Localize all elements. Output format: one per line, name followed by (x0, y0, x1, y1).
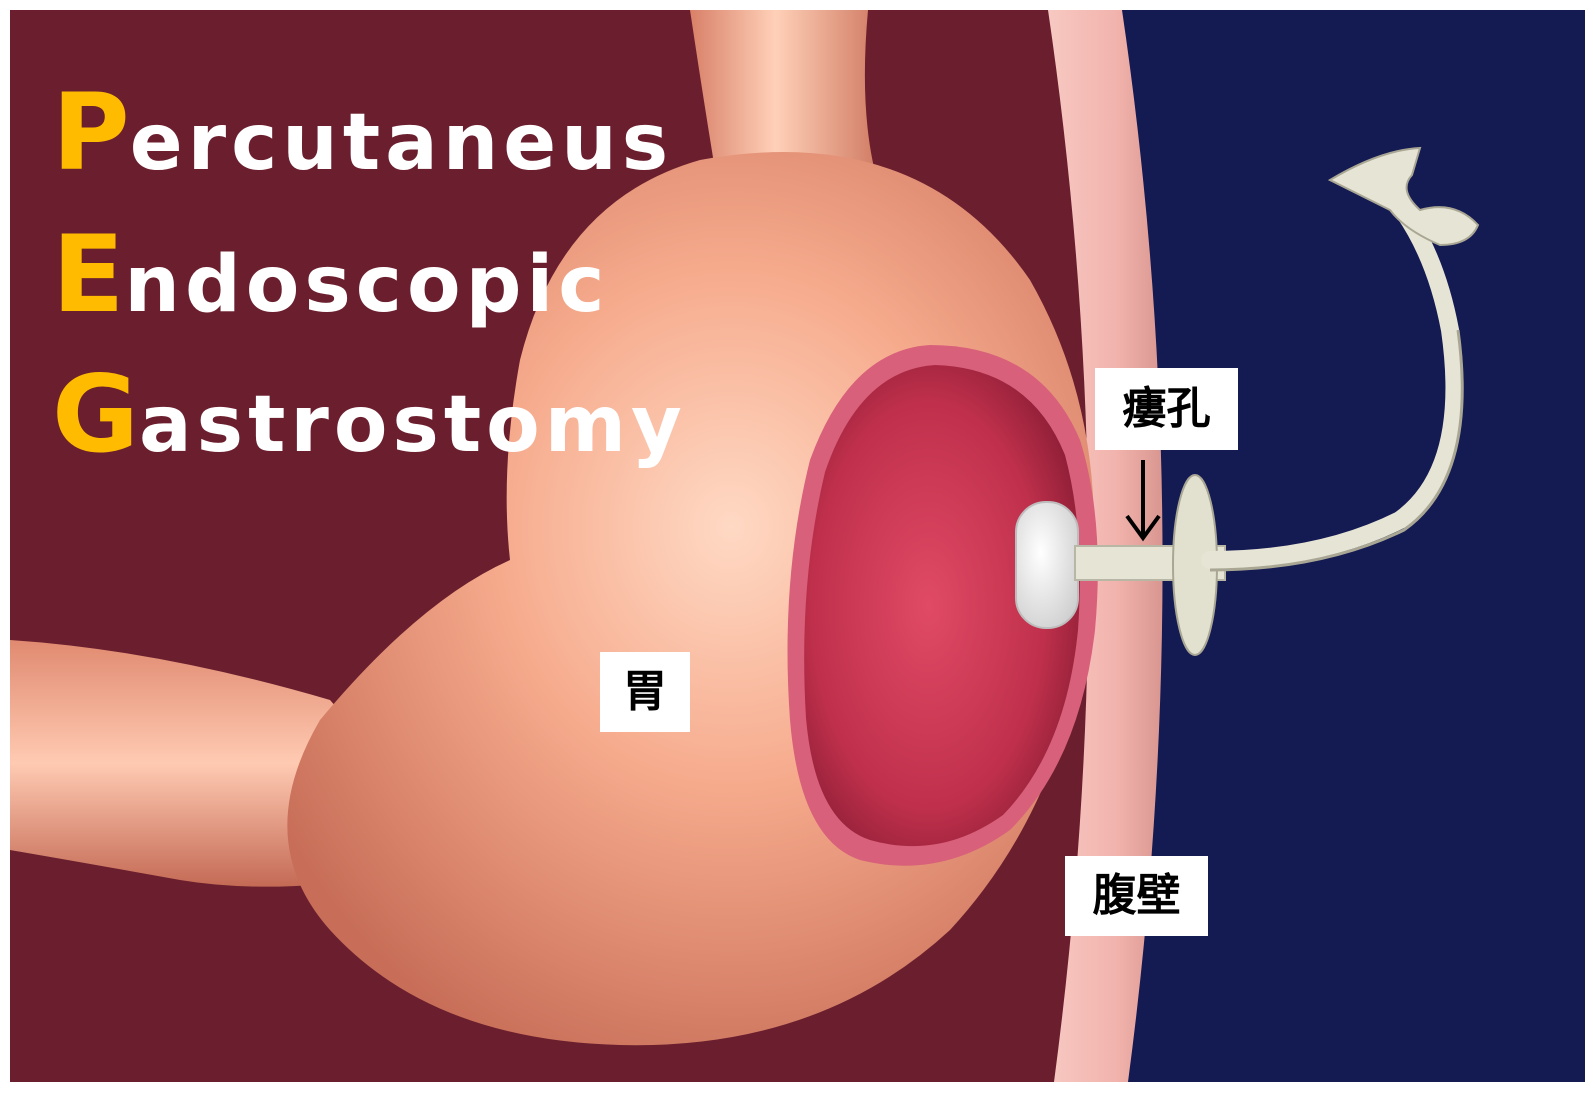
label-fistula: 瘻孔 (1095, 368, 1238, 450)
title-rest: ercutaneus (130, 98, 673, 188)
title-line-gastrostomy: Gastrostomy (52, 362, 687, 468)
title-rest: astrostomy (139, 380, 687, 470)
title-rest: ndoscopic (124, 240, 609, 330)
label-abdominal-wall: 腹壁 (1065, 856, 1208, 936)
title-initial: G (52, 353, 139, 476)
title-initial: E (52, 213, 124, 336)
label-stomach-text: 胃 (623, 670, 667, 714)
label-stomach: 胃 (600, 652, 690, 732)
title-line-endoscopic: Endoscopic (52, 222, 609, 328)
internal-bumper (1016, 502, 1078, 628)
title-line-percutaneus: Percutaneus (52, 80, 673, 186)
title-initial: P (52, 71, 130, 194)
label-abdominal-wall-text: 腹壁 (1093, 874, 1181, 918)
label-fistula-text: 瘻孔 (1123, 387, 1211, 431)
